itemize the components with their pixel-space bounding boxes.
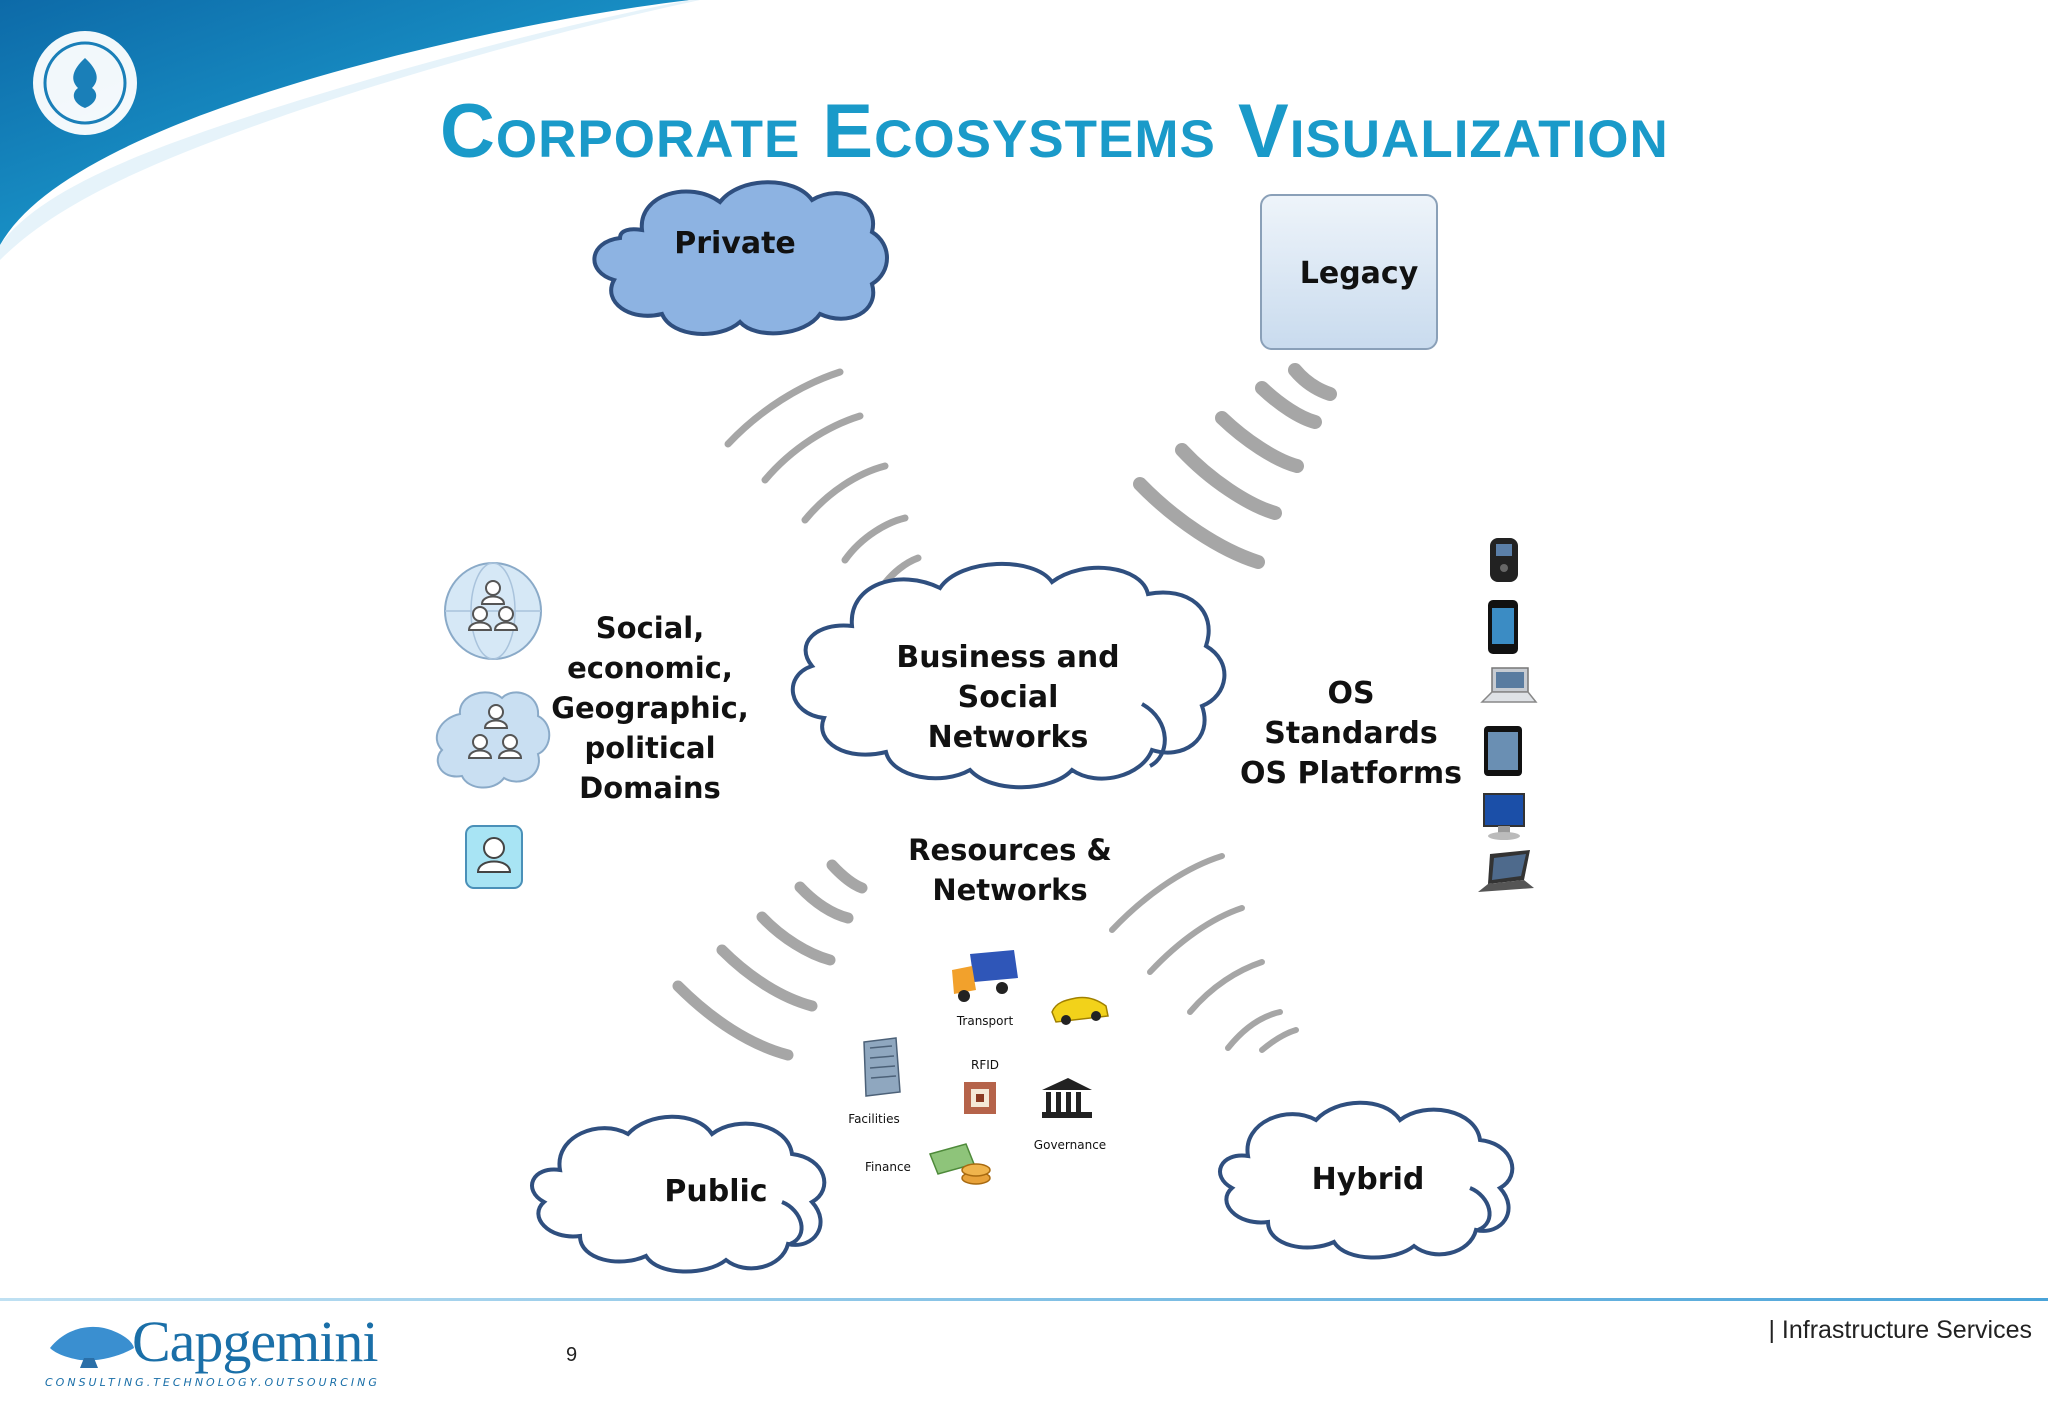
- legacy-label: Legacy: [1299, 256, 1419, 291]
- domains-line-2: economic,: [567, 651, 733, 685]
- wave-private: [724, 368, 922, 594]
- hybrid-label: Hybrid: [1311, 1162, 1425, 1197]
- car-icon: [1051, 996, 1109, 1025]
- private-label: Private: [674, 226, 796, 261]
- blackberry-icon: [1490, 538, 1518, 582]
- center-cloud: [790, 562, 1227, 790]
- center-line-1: Business and: [896, 640, 1120, 675]
- netbook-icon: [1480, 667, 1538, 703]
- os-label: OS Standards OS Platforms: [1240, 674, 1462, 794]
- capgemini-tagline: CONSULTING.TECHNOLOGY.OUTSOURCING: [45, 1376, 380, 1389]
- finance-label: Finance: [865, 1160, 911, 1174]
- header-swoosh: [0, 0, 700, 260]
- center-label: Business and Social Networks: [880, 638, 1136, 758]
- bank-icon: [1042, 1078, 1092, 1118]
- laptop-icon: [1478, 850, 1534, 892]
- capgemini-logo: Capgemini: [132, 1309, 379, 1374]
- resources-label: Resources & Networks: [880, 830, 1140, 910]
- transport-label: Transport: [956, 1014, 1014, 1028]
- page-number: 9: [566, 1344, 578, 1366]
- globe-group-icon: [444, 562, 542, 660]
- cloud-group-icon: [435, 691, 551, 789]
- footer-label: | Infrastructure Services: [1768, 1316, 2032, 1344]
- os-line-1: OS Standards: [1264, 676, 1438, 751]
- domains-line-3: Geographic,: [551, 691, 749, 725]
- money-icon: [928, 1143, 991, 1185]
- wave-hybrid: [1109, 853, 1299, 1053]
- user-icon: [465, 825, 523, 889]
- wave-legacy: [1133, 363, 1337, 569]
- truck-icon: [952, 950, 1018, 1002]
- domains-line-5: Domains: [579, 771, 721, 805]
- resources-line-2: Networks: [932, 873, 1088, 907]
- center-line-2: Social: [957, 680, 1059, 715]
- os-line-2: OS Platforms: [1240, 756, 1462, 791]
- legacy-box: [1260, 194, 1438, 350]
- domains-line-4: political: [584, 731, 716, 765]
- device-icons: [1478, 538, 1538, 892]
- public-label: Public: [664, 1174, 768, 1209]
- ipad-icon: [1484, 726, 1522, 776]
- resources-line-1: Resources &: [908, 833, 1112, 867]
- hybrid-cloud: [1218, 1100, 1515, 1260]
- private-cloud: [592, 180, 889, 336]
- domains-label: Social, economic, Geographic, political …: [550, 608, 750, 808]
- center-line-3: Networks: [927, 720, 1089, 755]
- capgemini-spade-icon: [50, 1326, 134, 1368]
- rfid-chip-icon: [964, 1082, 996, 1114]
- building-icon: [863, 1037, 901, 1097]
- rfid-label: RFID: [970, 1058, 1000, 1072]
- monitor-icon: [1483, 793, 1525, 840]
- iphone-icon: [1488, 600, 1518, 654]
- public-cloud: [530, 1114, 827, 1274]
- domains-line-1: Social,: [595, 611, 705, 645]
- footer-line: [0, 1298, 2048, 1301]
- governance-label: Governance: [1033, 1138, 1107, 1152]
- page-title: Corporate Ecosystems Visualization: [440, 89, 1669, 174]
- facilities-label: Facilities: [848, 1112, 900, 1126]
- wave-public: [672, 859, 868, 1061]
- badge-logo: [33, 31, 137, 135]
